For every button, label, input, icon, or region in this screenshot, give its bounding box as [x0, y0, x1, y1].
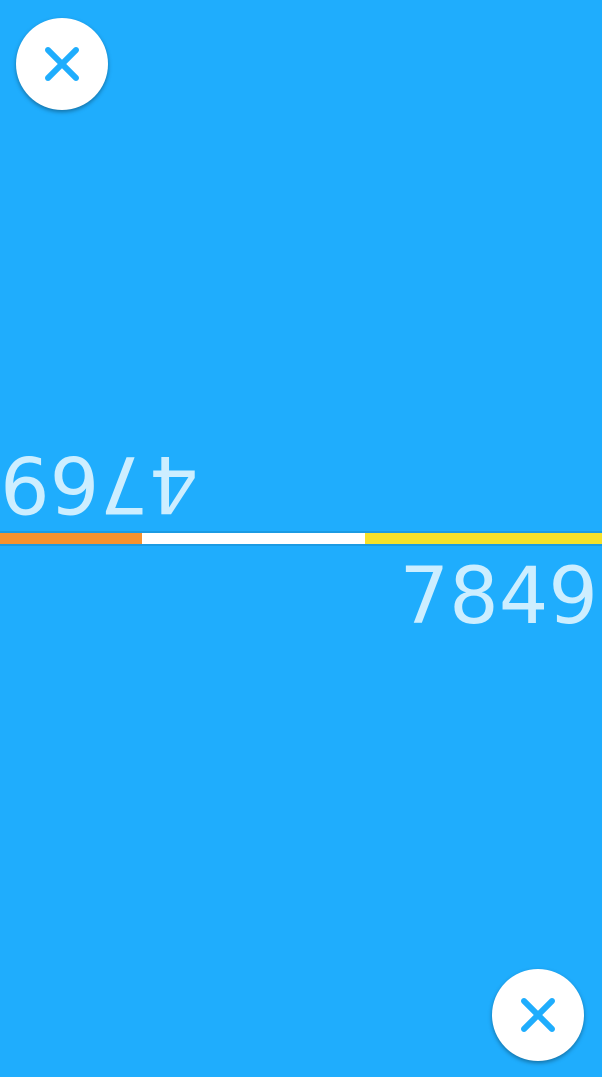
bottom-player-score: 7849	[399, 552, 598, 642]
neutral-segment	[142, 533, 365, 544]
score-progress-bar	[0, 533, 602, 544]
top-player-segment	[0, 533, 143, 544]
close-icon	[45, 47, 79, 81]
top-player-score: 4769	[0, 438, 199, 528]
close-icon	[521, 998, 555, 1032]
top-close-button[interactable]	[16, 18, 108, 110]
bottom-player-segment	[364, 533, 602, 544]
bottom-close-button[interactable]	[492, 969, 584, 1061]
